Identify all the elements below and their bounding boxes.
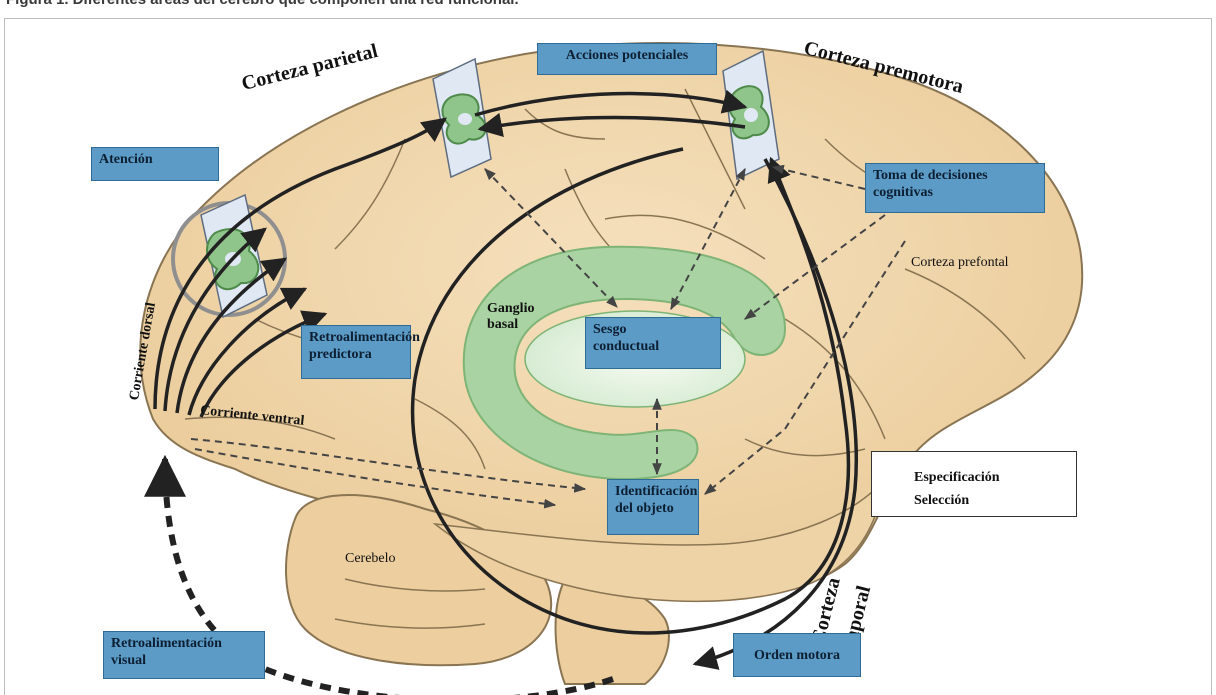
box-atencion-text: Atención — [99, 152, 153, 167]
box-sesgo-conductual: Sesgo conductual — [585, 317, 721, 369]
legend-especificacion: Especificación — [914, 470, 1000, 485]
box-atencion: Atención — [91, 147, 219, 181]
parietal-panel — [432, 57, 492, 179]
label-cerebelo: Cerebelo — [345, 551, 396, 567]
box-identificacion-objeto: Identificación del objeto — [607, 479, 699, 535]
legend-seleccion: Selección — [914, 493, 970, 508]
label-basal-text: basal — [487, 317, 519, 332]
box-orden-motora: Orden motora — [733, 633, 861, 677]
box-retro-pred-text-1: Retroalimentación — [309, 330, 420, 345]
box-acciones-potenciales: Acciones potenciales — [537, 43, 717, 75]
box-ident-text-2: del objeto — [615, 501, 674, 516]
label-basal: basal — [487, 317, 518, 333]
box-retro-vis-text-2: visual — [111, 653, 147, 668]
dorsal-stream-arrows — [153, 89, 858, 670]
box-toma-text-1: Toma de decisiones — [873, 168, 988, 183]
label-ganglio-text: Ganglio — [487, 301, 535, 316]
label-corteza-prefrontal-text: Corteza prefontal — [911, 255, 1009, 270]
box-ident-text-1: Identificación — [615, 484, 698, 499]
box-retroalimentacion-predictora: Retroalimentación predictora — [301, 325, 420, 379]
box-retroalimentacion-visual: Retroalimentación visual — [103, 631, 265, 679]
box-acciones-text: Acciones potenciales — [565, 48, 689, 63]
brain-temporal-lobe — [432, 476, 887, 603]
box-orden-text: Orden motora — [754, 648, 840, 663]
box-toma-text-2: cognitivas — [873, 185, 933, 200]
label-cerebelo-text: Cerebelo — [345, 551, 396, 566]
label-ganglio: Ganglio — [487, 301, 534, 317]
figure-frame: Corteza parietal Corteza premotora Corte… — [4, 18, 1212, 695]
figure-caption: Figura 1. Diferentes áreas del cerebro q… — [6, 0, 519, 8]
label-corteza-prefrontal: Corteza prefontal — [911, 255, 1009, 271]
legend: Especificación Selección — [871, 451, 1077, 517]
box-sesgo-text-1: Sesgo — [593, 322, 627, 337]
visual-feedback-arrow — [144, 454, 614, 695]
box-toma-decisiones: Toma de decisiones cognitivas — [865, 163, 1045, 213]
figure-caption-strip: Figura 1. Diferentes áreas del cerebro q… — [0, 0, 1216, 18]
box-sesgo-text-2: conductual — [593, 339, 660, 354]
box-retro-vis-text-1: Retroalimentación — [111, 636, 222, 651]
selection-arrows — [190, 164, 906, 509]
box-retro-pred-text-2: predictora — [309, 347, 372, 362]
